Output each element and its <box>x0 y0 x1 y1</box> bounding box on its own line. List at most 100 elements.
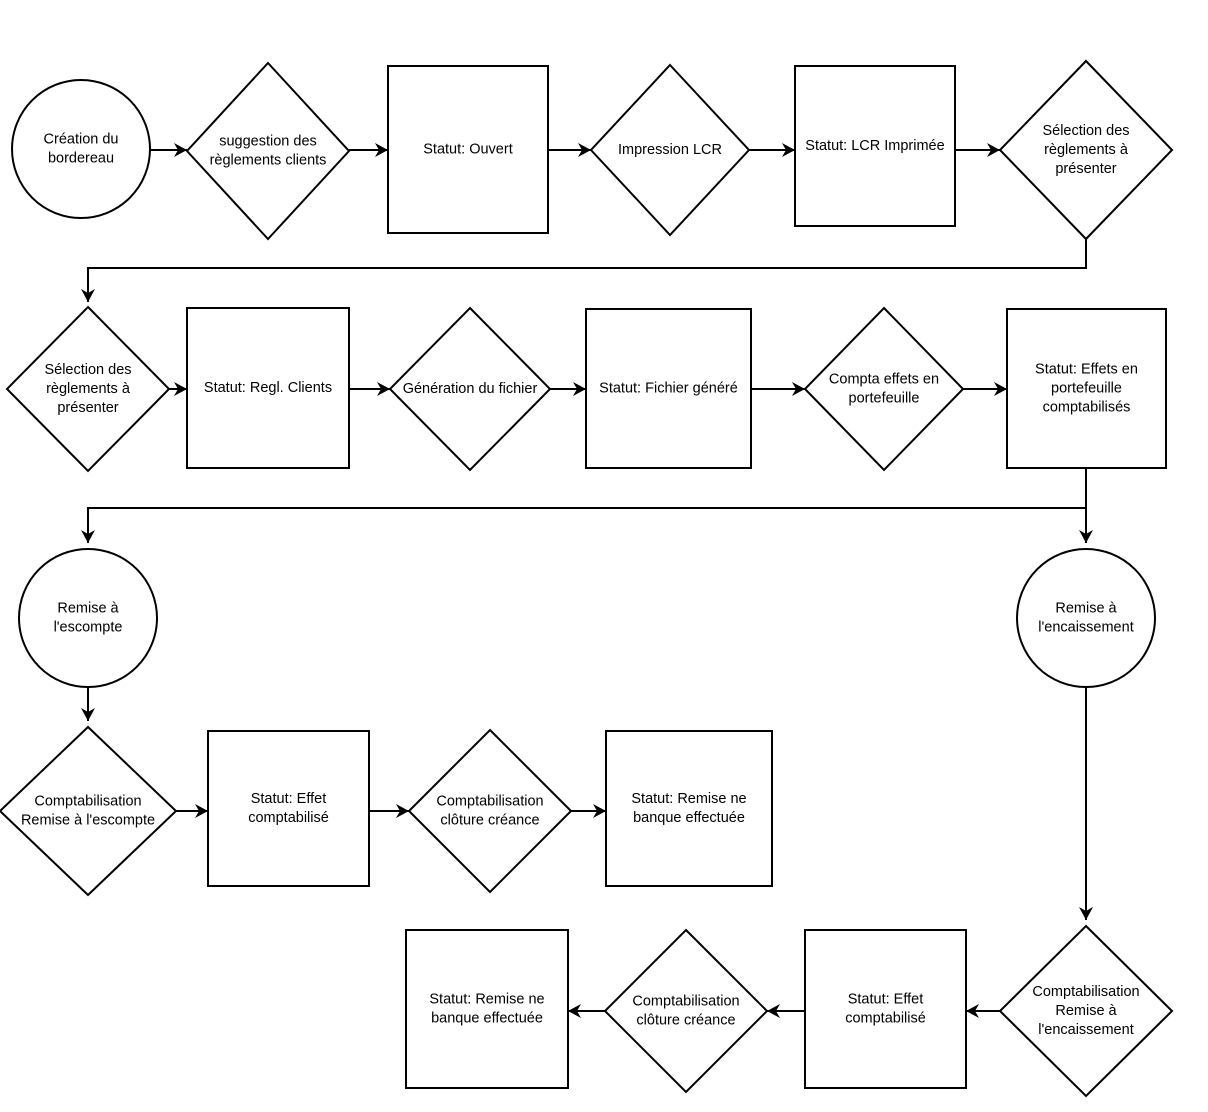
process-box-shape <box>186 307 350 469</box>
node-label-line: Comptabilisation <box>632 993 739 1009</box>
decision-diamond-shape <box>589 63 751 237</box>
decision-diamond-shape <box>407 728 573 894</box>
process-box-shape <box>405 929 569 1089</box>
node-label-line: Comptabilisation <box>34 793 141 809</box>
node-label: Statut: Fichier généré <box>599 380 738 396</box>
node-generation-du-fichier[interactable]: Génération du fichier <box>388 306 552 472</box>
arrow-head-icon <box>396 804 409 818</box>
process-box-shape <box>794 65 956 227</box>
node-statut-effet-comptabilise-encaissement[interactable]: Statut: Effet comptabilisé <box>804 929 967 1089</box>
node-label-line: Statut: Effet <box>848 991 924 1007</box>
node-label: suggestion des règlements clients <box>210 133 327 168</box>
process-box-shape <box>207 730 370 887</box>
arrow-head-icon <box>966 1004 979 1018</box>
node-label-line: suggestion des <box>219 133 317 149</box>
edge-connector <box>966 1004 1000 1018</box>
edge-connector <box>150 143 187 157</box>
node-label-line: Statut: LCR Imprimée <box>805 138 944 154</box>
node-label-line: portefeuille <box>849 390 920 406</box>
node-creation-bordereau[interactable]: Création du bordereau <box>11 79 151 219</box>
arrow-head-icon <box>573 382 586 396</box>
arrow-head-icon <box>81 289 95 302</box>
node-label: Compta effets en portefeuille <box>829 371 939 406</box>
node-comptabilisation-cloture-creance-encaissement[interactable]: Comptabilisation clôture créance <box>603 928 769 1094</box>
edge-connector <box>81 687 95 721</box>
node-label-line: banque effectuée <box>431 1010 543 1026</box>
decision-diamond-shape <box>603 928 769 1094</box>
nodes-layer: Création du bordereau suggestion des règlem… <box>0 59 1174 1098</box>
arrow-head-icon <box>81 708 95 721</box>
node-remise-escompte[interactable]: Remise à l'escompte <box>18 548 158 688</box>
arrow-head-icon <box>767 1004 780 1018</box>
node-statut-fichier-genere[interactable]: Statut: Fichier généré <box>585 308 752 469</box>
node-label-line: Comptabilisation <box>1032 984 1139 1000</box>
node-label-line: portefeuille <box>1051 380 1122 396</box>
arrow-head-icon <box>1079 907 1093 920</box>
node-statut-ouvert[interactable]: Statut: Ouvert <box>387 65 549 234</box>
edge-connector <box>568 1004 605 1018</box>
edge-connector <box>749 143 795 157</box>
arrow-head-icon <box>375 143 388 157</box>
decision-diamond-shape <box>998 924 1174 1098</box>
node-label-line: présenter <box>57 400 118 416</box>
node-label-line: Génération du fichier <box>403 381 538 397</box>
node-label-line: règlements clients <box>210 152 327 168</box>
terminator-circle-shape <box>18 548 158 688</box>
node-suggestion-reglements-clients[interactable]: suggestion des règlements clients <box>185 61 351 241</box>
node-statut-lcr-imprimee[interactable]: Statut: LCR Imprimée <box>794 65 956 227</box>
node-compta-effets-portefeuille[interactable]: Compta effets en portefeuille <box>803 306 965 472</box>
node-label-line: Sélection des <box>44 362 131 378</box>
node-label: Création du bordereau <box>44 131 119 166</box>
node-label: Statut: LCR Imprimée <box>805 138 944 154</box>
node-label-line: l'escompte <box>54 619 123 635</box>
node-label-line: l'encaissement <box>1038 1022 1133 1038</box>
node-label: Impression LCR <box>618 142 722 158</box>
node-label-line: clôture créance <box>636 1012 735 1028</box>
edge-connector <box>349 143 388 157</box>
edge-line <box>87 468 1087 543</box>
node-label-line: bordereau <box>48 150 114 166</box>
edge-connector <box>176 804 208 818</box>
node-label-line: règlements à <box>1044 142 1129 158</box>
node-label: Statut: Ouvert <box>423 141 512 157</box>
node-label: Remise à l'escompte <box>54 600 123 635</box>
node-label-line: Statut: Regl. Clients <box>204 380 332 396</box>
node-label: Statut: Regl. Clients <box>204 380 332 396</box>
node-label-line: Comptabilisation <box>436 793 543 809</box>
arrow-head-icon <box>81 530 95 543</box>
node-label-line: Statut: Fichier généré <box>599 380 738 396</box>
node-label-line: Création du <box>44 131 119 147</box>
decision-diamond-shape <box>803 306 965 472</box>
node-label-line: Compta effets en <box>829 371 939 387</box>
decision-diamond-shape <box>388 306 552 472</box>
decision-diamond-shape <box>0 725 178 897</box>
node-label-line: comptabilisé <box>845 1010 926 1026</box>
edge-connector <box>767 1004 805 1018</box>
node-statut-regl-clients[interactable]: Statut: Regl. Clients <box>186 307 350 469</box>
node-label-line: Statut: Effets en <box>1035 361 1138 377</box>
node-label-line: Statut: Remise ne <box>631 791 746 807</box>
node-label-line: Remise à <box>57 600 119 616</box>
decision-diamond-shape <box>5 305 171 473</box>
edge-connector <box>571 804 606 818</box>
node-impression-lcr[interactable]: Impression LCR <box>589 63 751 237</box>
arrow-head-icon <box>578 143 591 157</box>
